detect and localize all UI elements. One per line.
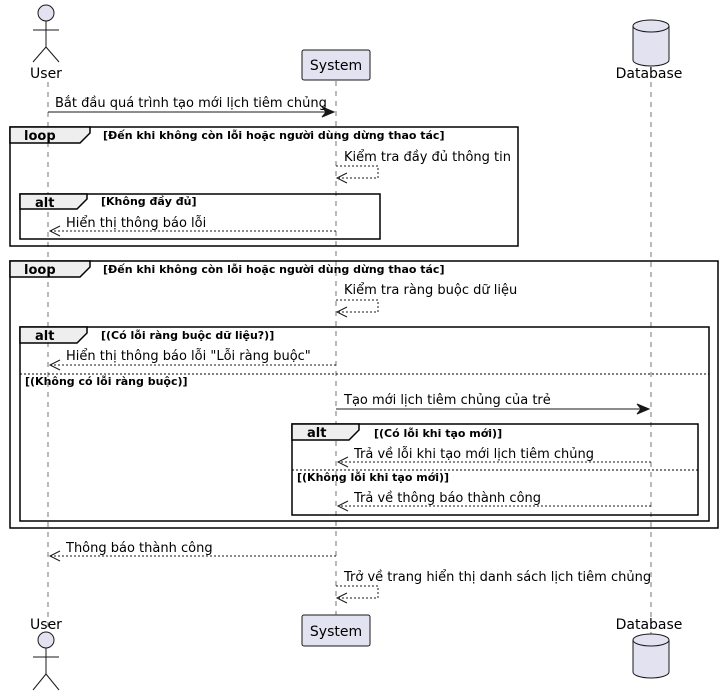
message-5-arrowhead <box>48 359 61 371</box>
message-3-arrowhead <box>48 225 61 237</box>
system-label-bottom: System <box>310 624 362 640</box>
database-icon-top <box>632 19 670 67</box>
message-1-arrowhead <box>321 106 336 118</box>
loop-2-tag: loop <box>24 263 56 278</box>
message-8-label: Trả về thông báo thành công <box>353 491 541 506</box>
user-label-bottom: User <box>30 617 62 633</box>
alt-2-frame <box>19 326 710 522</box>
message-4-arrow <box>336 299 379 313</box>
alt-2-else-guard: [(Không có lỗi ràng buộc)] <box>25 375 188 388</box>
alt-3-tag: alt <box>307 426 326 441</box>
database-label-bottom: Database <box>616 617 683 633</box>
message-2-arrowhead <box>335 172 348 184</box>
message-8-arrowhead <box>336 500 349 512</box>
alt-3-tag-box <box>291 423 360 441</box>
alt-3-guard: [(Có lỗi khi tạo mới)] <box>374 427 502 440</box>
message-4-label: Kiểm tra ràng buộc dữ liệu <box>344 283 517 298</box>
message-5-label: Hiển thị thông báo lỗi "Lỗi ràng buộc" <box>66 349 311 364</box>
system-label-top: System <box>310 58 362 74</box>
message-9-arrowhead <box>48 550 61 562</box>
loop-2-frame <box>9 260 719 529</box>
user-actor-bottom <box>32 631 60 691</box>
alt-1-tag: alt <box>35 196 54 211</box>
database-label-top: Database <box>616 66 683 82</box>
user-label-top: User <box>30 66 62 82</box>
message-6-label: Tạo mới lịch tiêm chủng của trẻ <box>343 393 551 408</box>
message-2-arrow <box>336 165 379 179</box>
message-10-arrowhead <box>335 592 348 604</box>
message-9-label: Thông báo thành công <box>65 541 213 556</box>
loop-1-guard: [Đến khi không còn lỗi hoặc người dùng d… <box>103 129 444 142</box>
message-7-arrowhead <box>336 456 349 468</box>
alt-1-frame <box>19 193 381 240</box>
loop-1-frame <box>9 126 519 247</box>
system-participant-bottom <box>301 614 371 647</box>
loop-1-tag-box <box>9 126 91 144</box>
alt-2-tag-box <box>19 326 88 344</box>
message-6-arrowhead <box>636 403 651 415</box>
message-7-label: Trả về lỗi khi tạo mới lịch tiêm chủng <box>353 447 594 462</box>
user-actor-top <box>32 4 60 63</box>
alt-2-tag: alt <box>35 329 54 344</box>
message-10-arrow <box>336 585 379 599</box>
message-10-label: Trở về trang hiển thị danh sách lịch tiê… <box>343 570 651 585</box>
alt-1-tag-box <box>19 193 88 210</box>
loop-1-tag: loop <box>24 129 56 144</box>
message-4-arrowhead <box>335 306 348 318</box>
alt-1-guard: [Không đầy đủ] <box>101 195 197 208</box>
message-3-label: Hiển thị thông báo lỗi <box>66 216 206 231</box>
database-icon-bottom <box>632 633 670 679</box>
loop-2-guard: [Đến khi không còn lỗi hoặc người dùng d… <box>103 263 444 276</box>
alt-2-guard: [(Có lỗi ràng buộc dữ liệu?)] <box>101 329 274 342</box>
system-participant-top <box>301 49 371 81</box>
loop-2-tag-box <box>9 260 91 278</box>
message-2-label: Kiểm tra đầy đủ thông tin <box>344 150 511 165</box>
alt-3-else-guard: [(Không lỗi khi tạo mới)] <box>297 471 449 484</box>
message-1-label: Bắt đầu quá trình tạo mới lịch tiêm chủn… <box>55 96 327 111</box>
